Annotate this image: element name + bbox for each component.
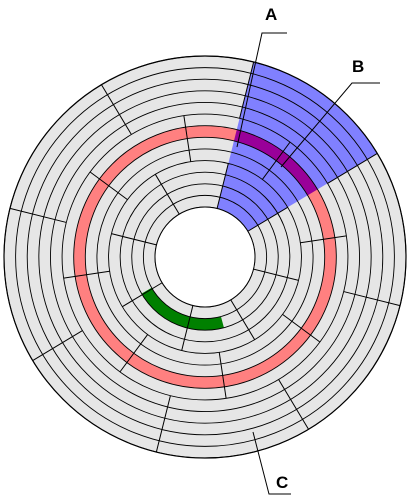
sector-boundary-line (343, 291, 401, 307)
label-c: C (276, 473, 288, 492)
sector-boundary-line (154, 174, 180, 215)
sector-boundary-line (261, 141, 291, 180)
sector-boundary-line (282, 313, 321, 343)
track-ring-line (142, 194, 268, 320)
label-a: A (265, 5, 277, 24)
sector-boundary-line (181, 305, 194, 351)
callout-c-leader (252, 431, 291, 495)
track-sector-overlap (233, 129, 318, 196)
platter-edge (3, 55, 407, 459)
callout-c: C (252, 431, 291, 495)
disk-platter-group (3, 55, 407, 459)
callout-b: B (280, 57, 380, 168)
track-ring-line (15, 67, 395, 447)
sector-boundary-line (155, 395, 171, 453)
sector-boundary-line (63, 270, 110, 279)
track-ring-line (119, 171, 291, 343)
sector-boundary-line (230, 299, 256, 340)
sector-boundary-line (247, 206, 288, 232)
sector-boundary-line (253, 268, 299, 281)
label-b: B (352, 57, 364, 76)
sector-boundary-line (278, 379, 309, 430)
sector-boundary-line (327, 153, 378, 184)
sector-boundary-line (9, 207, 67, 223)
callout-a: A (236, 5, 287, 148)
sector-boundary-line (183, 115, 192, 162)
spindle-hole (154, 206, 256, 308)
sector-boundary-line (101, 84, 132, 135)
track-ring-line (26, 78, 384, 436)
sector-boundary-line (32, 330, 83, 361)
track-ring-line (108, 160, 302, 354)
track-ring-line (38, 90, 372, 424)
highlighted-sector (217, 61, 378, 232)
sector-boundary-line (119, 334, 149, 373)
track-ring-line (84, 136, 326, 378)
sector-boundary-line (218, 352, 227, 399)
callout-b-leader (280, 82, 380, 168)
track-ring-line (96, 148, 314, 366)
track-ring-line (131, 183, 279, 331)
sector-boundary-line (239, 61, 255, 119)
track-ring-line (61, 113, 349, 401)
sector-boundary-line (300, 235, 347, 244)
sector-boundary-line (122, 282, 163, 308)
track-ring-line (73, 125, 337, 389)
sector-boundary-line (111, 233, 157, 246)
cluster (141, 287, 224, 331)
sector-boundary-line (89, 171, 128, 201)
callout-a-leader (236, 32, 287, 148)
track-ring-line (50, 102, 360, 412)
sector-boundary-line (216, 163, 229, 209)
